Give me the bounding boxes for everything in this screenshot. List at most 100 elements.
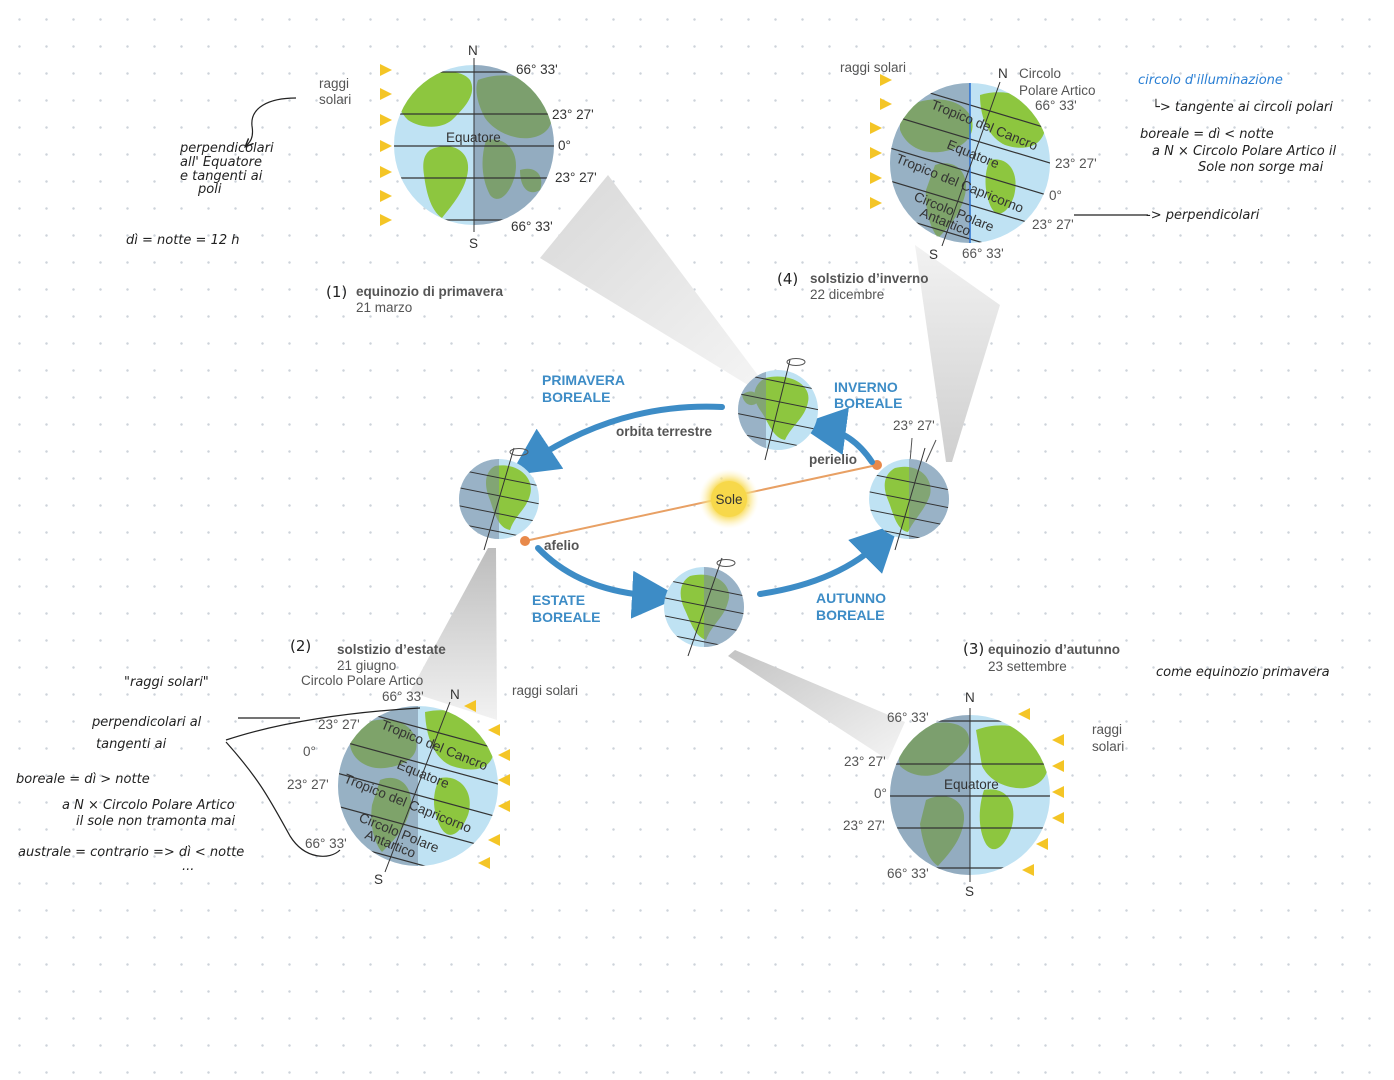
angle-3-b: 23° 27' — [844, 754, 886, 769]
rays-label-1b: solari — [319, 92, 351, 107]
rays-label-4: raggi solari — [840, 60, 906, 75]
orbit-arrow-summer — [535, 545, 680, 619]
season-autumn-line2: BOREALE — [816, 607, 884, 623]
angle-2-b: 23° 27' — [318, 717, 360, 732]
note-8-arrow-c — [225, 741, 341, 857]
season-winter-line1: INVERNO — [834, 379, 898, 395]
arctic-circle-label-4a: Circolo — [1019, 66, 1061, 81]
arctic-circle-label-4b: Polare Artico — [1019, 83, 1096, 98]
orbit-arrow-spring — [510, 403, 725, 476]
sun-rays-4 — [836, 74, 892, 209]
angle-4-c: 0° — [1049, 188, 1062, 203]
note-4-line1: boreale = dì < notte — [1140, 127, 1274, 142]
panel-number-2: (2) — [290, 637, 311, 655]
angle-1-e: 66° 33' — [511, 219, 553, 234]
angle-3-e: 66° 33' — [887, 866, 929, 881]
rays-label-2: raggi solari — [512, 683, 578, 698]
note-8-line2: tangenti ai — [96, 737, 167, 752]
note-10-line2: il sole non tramonta mai — [76, 814, 235, 829]
angle-2-d: 23° 27' — [287, 777, 329, 792]
panel-number-4: (4) — [777, 270, 798, 288]
angle-3-d: 23° 27' — [843, 818, 885, 833]
panel-autumn-equinox: N S Equatore 66° 33' 23° 27' 0° 23° 27' … — [843, 640, 1138, 899]
note-1-line4: poli — [197, 182, 222, 197]
north-label-2: N — [450, 687, 460, 702]
globe-small-left — [459, 447, 539, 551]
note-7: "raggi solari" — [124, 675, 209, 690]
south-label-1: S — [469, 236, 478, 251]
north-label-3: N — [965, 690, 975, 705]
note-8-arrow-b — [225, 707, 421, 741]
note-3-line1: circolo d'illuminazione — [1138, 73, 1283, 88]
season-autumn-line1: AUTUNNO — [816, 590, 886, 606]
angle-4-d: 23° 27' — [1032, 217, 1074, 232]
panel-number-3: (3) — [963, 640, 984, 658]
globe-spring — [394, 58, 554, 232]
tilt-label: 23° 27' — [893, 418, 935, 433]
equator-label-1: Equatore — [446, 130, 501, 145]
note-1-line3: e tangenti ai — [180, 169, 263, 184]
angle-4-e: 66° 33' — [962, 246, 1004, 261]
south-label-2: S — [374, 872, 383, 887]
note-10-line1: a N × Circolo Polare Artico — [62, 798, 235, 813]
note-1-line1: perpendicolari — [179, 141, 274, 156]
note-4-line2: a N × Circolo Polare Artico il — [1152, 144, 1336, 159]
orbit-arrow-autumn — [757, 523, 899, 597]
sun-rays-3 — [1018, 708, 1138, 876]
angle-2-e: 66° 33' — [305, 836, 347, 851]
north-label-1: N — [468, 43, 478, 58]
globe-small-right — [869, 447, 949, 551]
rays-label-1a: raggi — [319, 76, 349, 91]
angle-1-b: 23° 27' — [552, 107, 594, 122]
panel-title-3: equinozio d’autunno — [988, 642, 1120, 657]
angle-4-b: 23° 27' — [1055, 156, 1097, 171]
note-3-line2: └> tangente ai circoli polari — [1152, 98, 1333, 115]
note-12: ... — [182, 859, 194, 874]
season-spring-line1: PRIMAVERA — [542, 372, 625, 388]
angle-2-a: 66° 33' — [382, 689, 424, 704]
panel-date-3: 23 settembre — [988, 659, 1067, 674]
globe-winter — [890, 81, 1050, 247]
panel-circle-2: Circolo Polare Artico — [301, 673, 423, 688]
handwritten-notes: perpendicolari all' Equatore e tangenti … — [16, 73, 1336, 874]
angle-1-a: 66° 33' — [516, 62, 558, 77]
projection-cone-4 — [915, 245, 1000, 462]
angle-4-a: 66° 33' — [1035, 98, 1077, 113]
angle-3-a: 66° 33' — [887, 710, 929, 725]
rays-label-3a: raggi — [1092, 722, 1122, 737]
note-9: boreale = dì > notte — [16, 772, 150, 787]
projection-cone-3 — [728, 650, 905, 760]
panel-spring-equinox: N S Equatore 66° 33' 23° 27' 0° 23° 27' … — [296, 43, 597, 315]
orbit-diagram: Sole orbita terrestre perielio afelio 23… — [510, 372, 937, 625]
north-label-4: N — [998, 66, 1008, 81]
season-summer-line2: BOREALE — [532, 609, 600, 625]
orbit-label: orbita terrestre — [616, 424, 713, 439]
note-1-line2: all' Equatore — [180, 155, 262, 170]
panel-title-4: solstizio d’inverno — [810, 271, 929, 286]
season-winter-line2: BOREALE — [834, 395, 902, 411]
angle-3-c: 0° — [874, 786, 887, 801]
note-8-line1: perpendicolari al — [91, 715, 202, 730]
note-5: -> perpendicolari — [1146, 208, 1260, 223]
panel-title-1: equinozio di primavera — [356, 284, 504, 299]
angle-1-d: 23° 27' — [555, 170, 597, 185]
panel-date-1: 21 marzo — [356, 300, 412, 315]
note-arrow-1 — [246, 97, 297, 146]
panel-number-1: (1) — [326, 283, 347, 301]
aphelion-label: afelio — [544, 538, 579, 553]
south-label-4: S — [929, 247, 938, 262]
aphelion-dot — [520, 536, 530, 546]
rays-label-3b: solari — [1092, 739, 1124, 754]
sun-core — [711, 481, 747, 517]
note-2: dì = notte = 12 h — [126, 233, 239, 248]
sun-label: Sole — [715, 492, 742, 507]
panel-date-2: 21 giugno — [337, 658, 396, 673]
tilt-vertical — [909, 437, 913, 463]
tilt-axis — [925, 439, 937, 463]
season-summer-line1: ESTATE — [532, 592, 585, 608]
angle-1-c: 0° — [558, 138, 571, 153]
note-4-line3: Sole non sorge mai — [1198, 160, 1324, 175]
sun-rays-1 — [296, 64, 392, 226]
panel-winter-solstice: raggi solari N S Circolo Polare Artico 6… — [777, 60, 1097, 302]
globe-autumn — [890, 708, 1050, 882]
